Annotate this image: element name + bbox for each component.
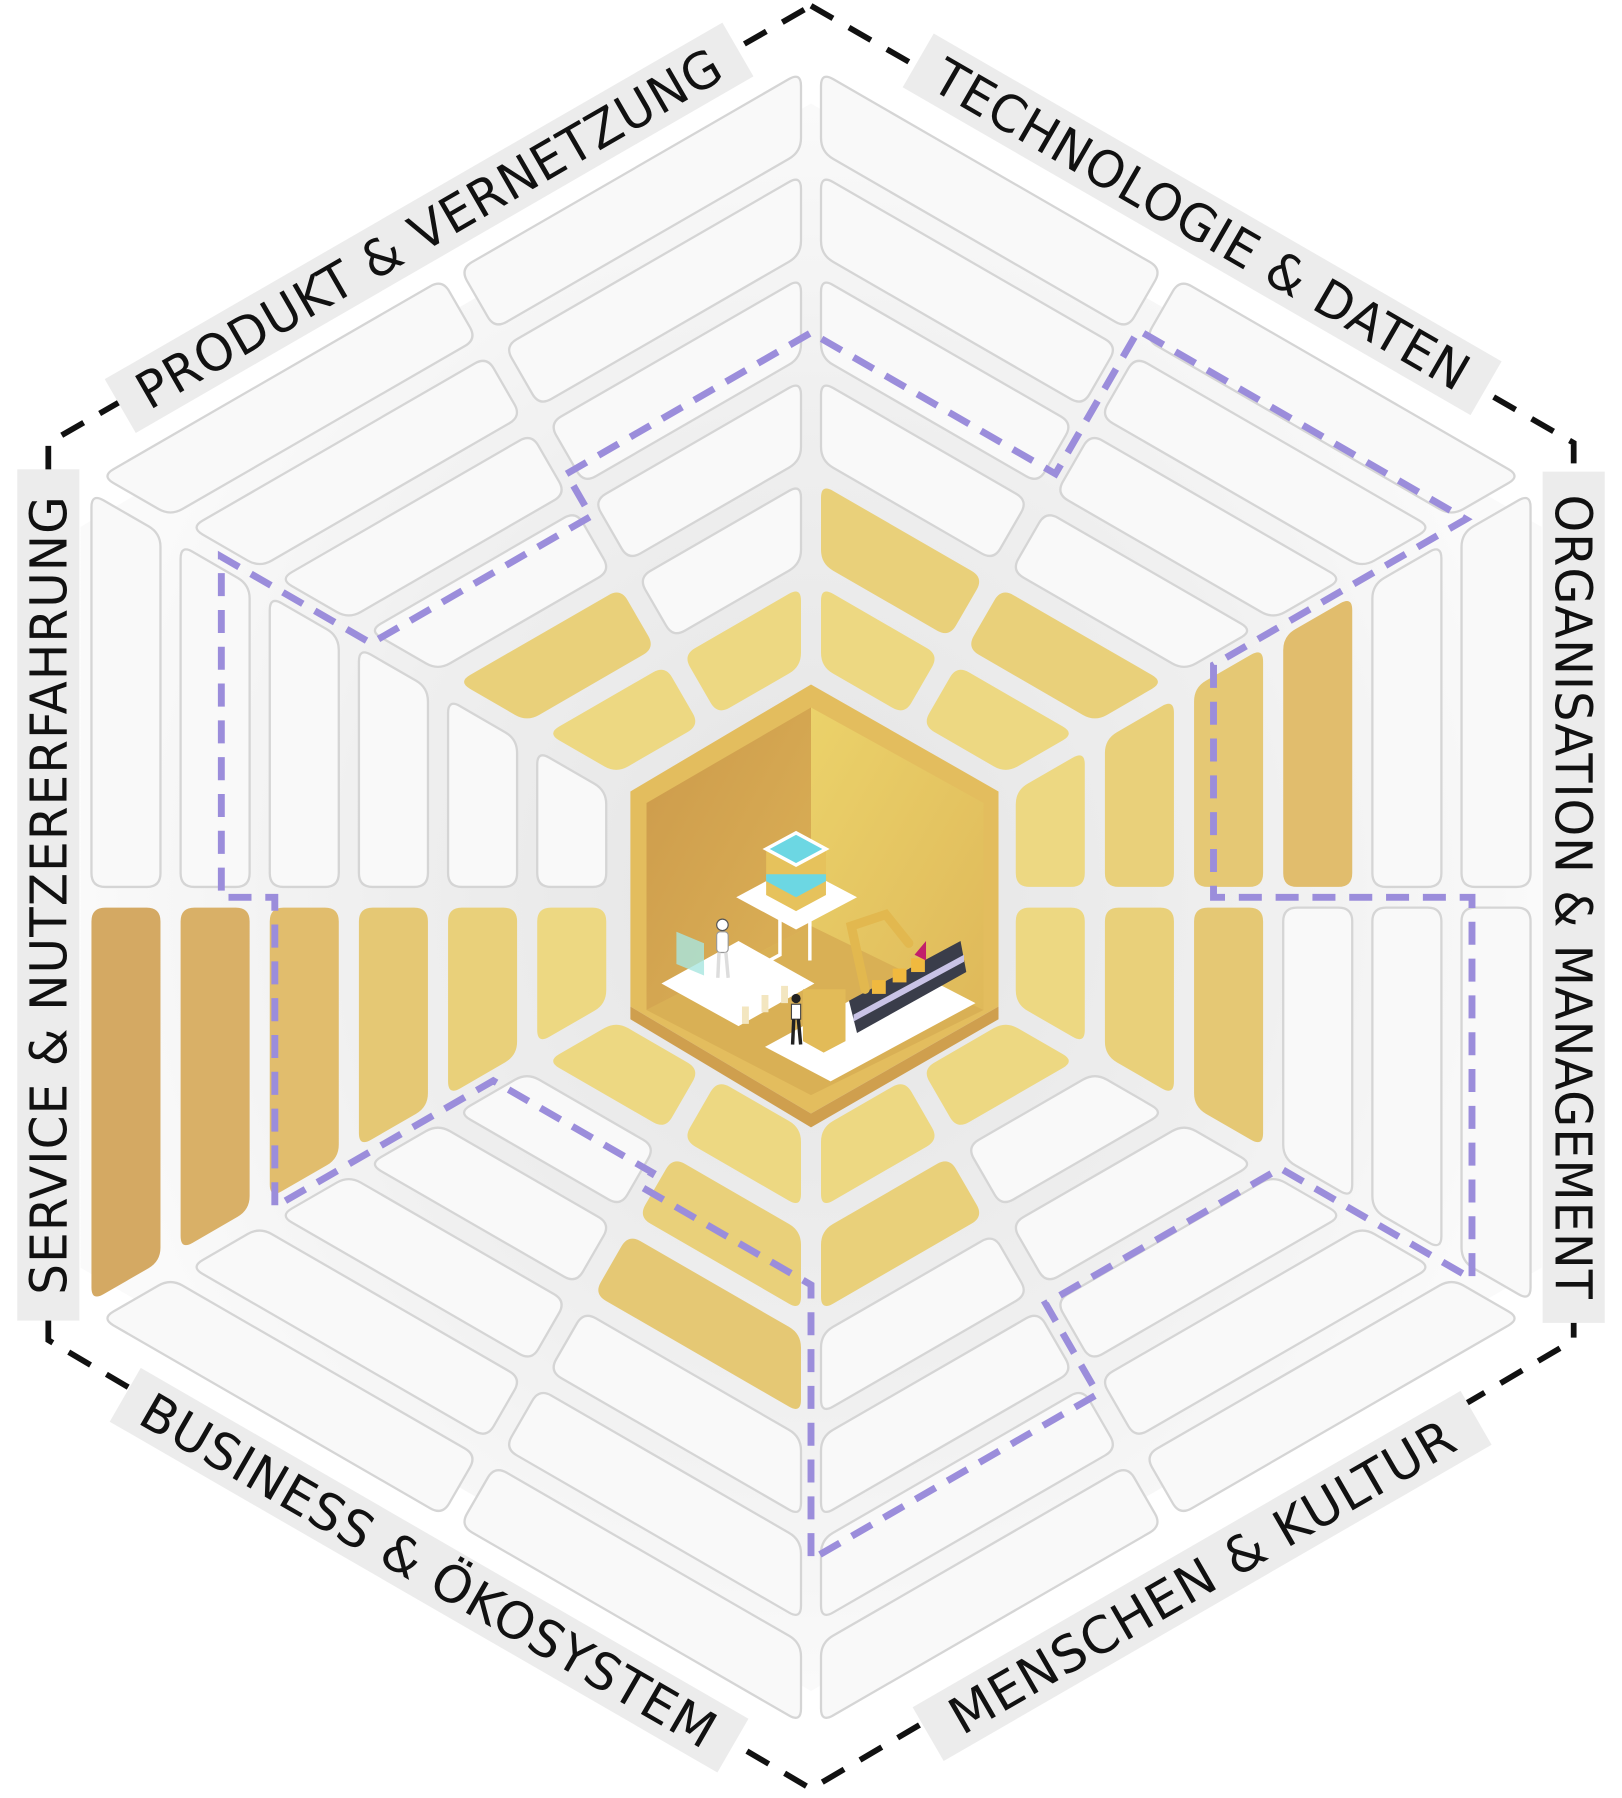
cell-technologie-a-level-2-achieved <box>821 488 980 634</box>
cell-organisation-b-level-5-open <box>1371 906 1443 1247</box>
cell-service-b-level-1-open <box>536 754 608 889</box>
cell-produkt-a-level-5-open <box>195 359 519 566</box>
cell-technologie-b-level-6-open <box>1148 282 1516 514</box>
cell-menschen-b-level-6-open <box>819 1469 1159 1719</box>
robot-figure <box>716 918 730 978</box>
cell-service-a-level-6-achieved <box>91 907 161 1297</box>
cell-service-a-level-4-achieved <box>269 907 339 1194</box>
cell-business-b-level-5-open <box>195 1229 519 1435</box>
person-figure <box>790 993 803 1045</box>
cell-menschen-b-level-5-open <box>819 1391 1114 1616</box>
cell-menschen-b-level-1-achieved <box>821 1084 935 1204</box>
cell-technologie-a-level-1-achieved <box>821 591 935 711</box>
cell-menschen-a-level-1-achieved <box>926 1024 1069 1125</box>
cell-business-a-level-5-open <box>508 1391 803 1616</box>
cell-technologie-b-level-2-achieved <box>971 592 1158 719</box>
svg-text:ORGANISATION & MANAGEMENT: ORGANISATION & MANAGEMENT <box>1543 495 1602 1300</box>
cell-technologie-a-level-6-open <box>819 75 1159 326</box>
server-cables <box>746 908 812 974</box>
outer-dashed-frame <box>45 2 1577 1793</box>
cell-organisation-b-level-3-achieved <box>1194 907 1264 1143</box>
cell-service-b-level-3-open <box>357 651 430 889</box>
cell-service-a-level-1-achieved <box>537 907 607 1040</box>
scanner-gate <box>914 940 927 961</box>
cell-technologie-b-level-1-achieved <box>926 669 1069 770</box>
label-organisation-management: ORGANISATION & MANAGEMENT <box>1542 471 1605 1323</box>
server-top <box>762 830 830 868</box>
cell-service-a-level-2-achieved <box>448 907 518 1091</box>
cell-produkt-b-level-2-open <box>641 487 803 635</box>
cell-menschen-a-level-4-open <box>1059 1177 1338 1358</box>
cell-organisation-a-level-1-achieved <box>1015 755 1085 887</box>
cell-technologie-b-level-5-open <box>1103 359 1427 566</box>
cell-menschen-a-level-2-open <box>970 1075 1160 1204</box>
hologram-screen <box>676 931 705 976</box>
cell-technologie-a-level-5-open <box>819 178 1114 403</box>
cell-business-a-level-4-open <box>552 1314 803 1514</box>
cell-organisation-a-level-6-open <box>1460 496 1532 889</box>
cell-menschen-b-level-4-open <box>819 1314 1070 1514</box>
cell-service-b-level-4-open <box>268 599 340 889</box>
cell-produkt-b-level-5-open <box>508 178 803 403</box>
left-wall <box>646 707 811 1011</box>
target-profile-line <box>217 325 1476 1566</box>
cell-organisation-b-level-1-achieved <box>1015 907 1085 1040</box>
maturity-cells <box>90 75 1532 1719</box>
cell-business-b-level-3-open <box>373 1126 608 1281</box>
box <box>911 958 925 973</box>
cell-menschen-a-level-5-open <box>1103 1229 1427 1435</box>
cell-business-b-level-4-open <box>284 1177 563 1358</box>
cell-organisation-a-level-3-achieved <box>1194 652 1264 887</box>
cell-produkt-a-level-6-open <box>106 282 474 514</box>
cell-business-b-level-1-achieved <box>553 1024 696 1125</box>
cell-produkt-b-level-1-achieved <box>687 591 801 711</box>
cell-produkt-b-level-6-open <box>463 75 803 326</box>
cell-organisation-b-level-4-open <box>1282 906 1354 1195</box>
cell-technologie-b-level-4-open <box>1059 436 1338 617</box>
cell-business-a-level-3-achieved <box>598 1238 801 1409</box>
cell-menschen-b-level-2-achieved <box>821 1161 980 1306</box>
label-service-nutzererfahrung: SERVICE & NUTZERERFAHRUNG <box>17 469 80 1321</box>
cell-organisation-a-level-4-achieved <box>1283 600 1353 887</box>
control-cabinet <box>802 989 846 1053</box>
cell-business-b-level-2-open <box>462 1075 652 1204</box>
cell-service-b-level-2-open <box>446 702 519 889</box>
cell-produkt-b-level-3-open <box>597 384 803 558</box>
cell-produkt-a-level-2-achieved <box>464 592 651 719</box>
cell-menschen-a-level-6-open <box>1148 1280 1516 1513</box>
cell-technologie-a-level-4-open <box>819 281 1070 480</box>
cell-menschen-a-level-3-open <box>1014 1126 1249 1281</box>
cell-technologie-b-level-3-open <box>1014 514 1249 669</box>
cell-organisation-b-level-2-achieved <box>1104 907 1174 1091</box>
cell-technologie-a-level-3-open <box>819 384 1025 558</box>
robot-arm <box>845 909 914 994</box>
cell-business-b-level-6-open <box>106 1280 474 1513</box>
cell-organisation-a-level-5-open <box>1371 548 1443 889</box>
server-stripe <box>766 874 826 898</box>
cell-menschen-b-level-3-open <box>819 1237 1025 1411</box>
support-pillars <box>741 985 788 1024</box>
box <box>871 980 886 994</box>
cell-service-b-level-6-open <box>90 496 162 889</box>
box <box>892 968 907 983</box>
cell-service-b-level-5-open <box>179 548 251 889</box>
cell-service-a-level-5-achieved <box>180 907 250 1246</box>
smart-factory-illustration <box>630 684 999 1128</box>
left-platform <box>661 940 815 1027</box>
svg-text:SERVICE & NUTZERERFAHRUNG: SERVICE & NUTZERERFAHRUNG <box>20 495 79 1294</box>
cell-business-a-level-1-achieved <box>687 1084 801 1204</box>
cell-produkt-a-level-4-open <box>284 436 563 617</box>
cell-business-a-level-6-open <box>463 1469 803 1719</box>
cell-produkt-a-level-3-open <box>373 514 608 669</box>
conveyor-rail <box>853 954 964 1022</box>
cell-organisation-a-level-2-achieved <box>1104 703 1174 887</box>
cell-produkt-b-level-4-open <box>552 281 803 480</box>
cell-organisation-b-level-6-open <box>1460 906 1532 1298</box>
cell-produkt-a-level-1-achieved <box>553 669 696 770</box>
cell-service-a-level-3-achieved <box>358 907 428 1143</box>
